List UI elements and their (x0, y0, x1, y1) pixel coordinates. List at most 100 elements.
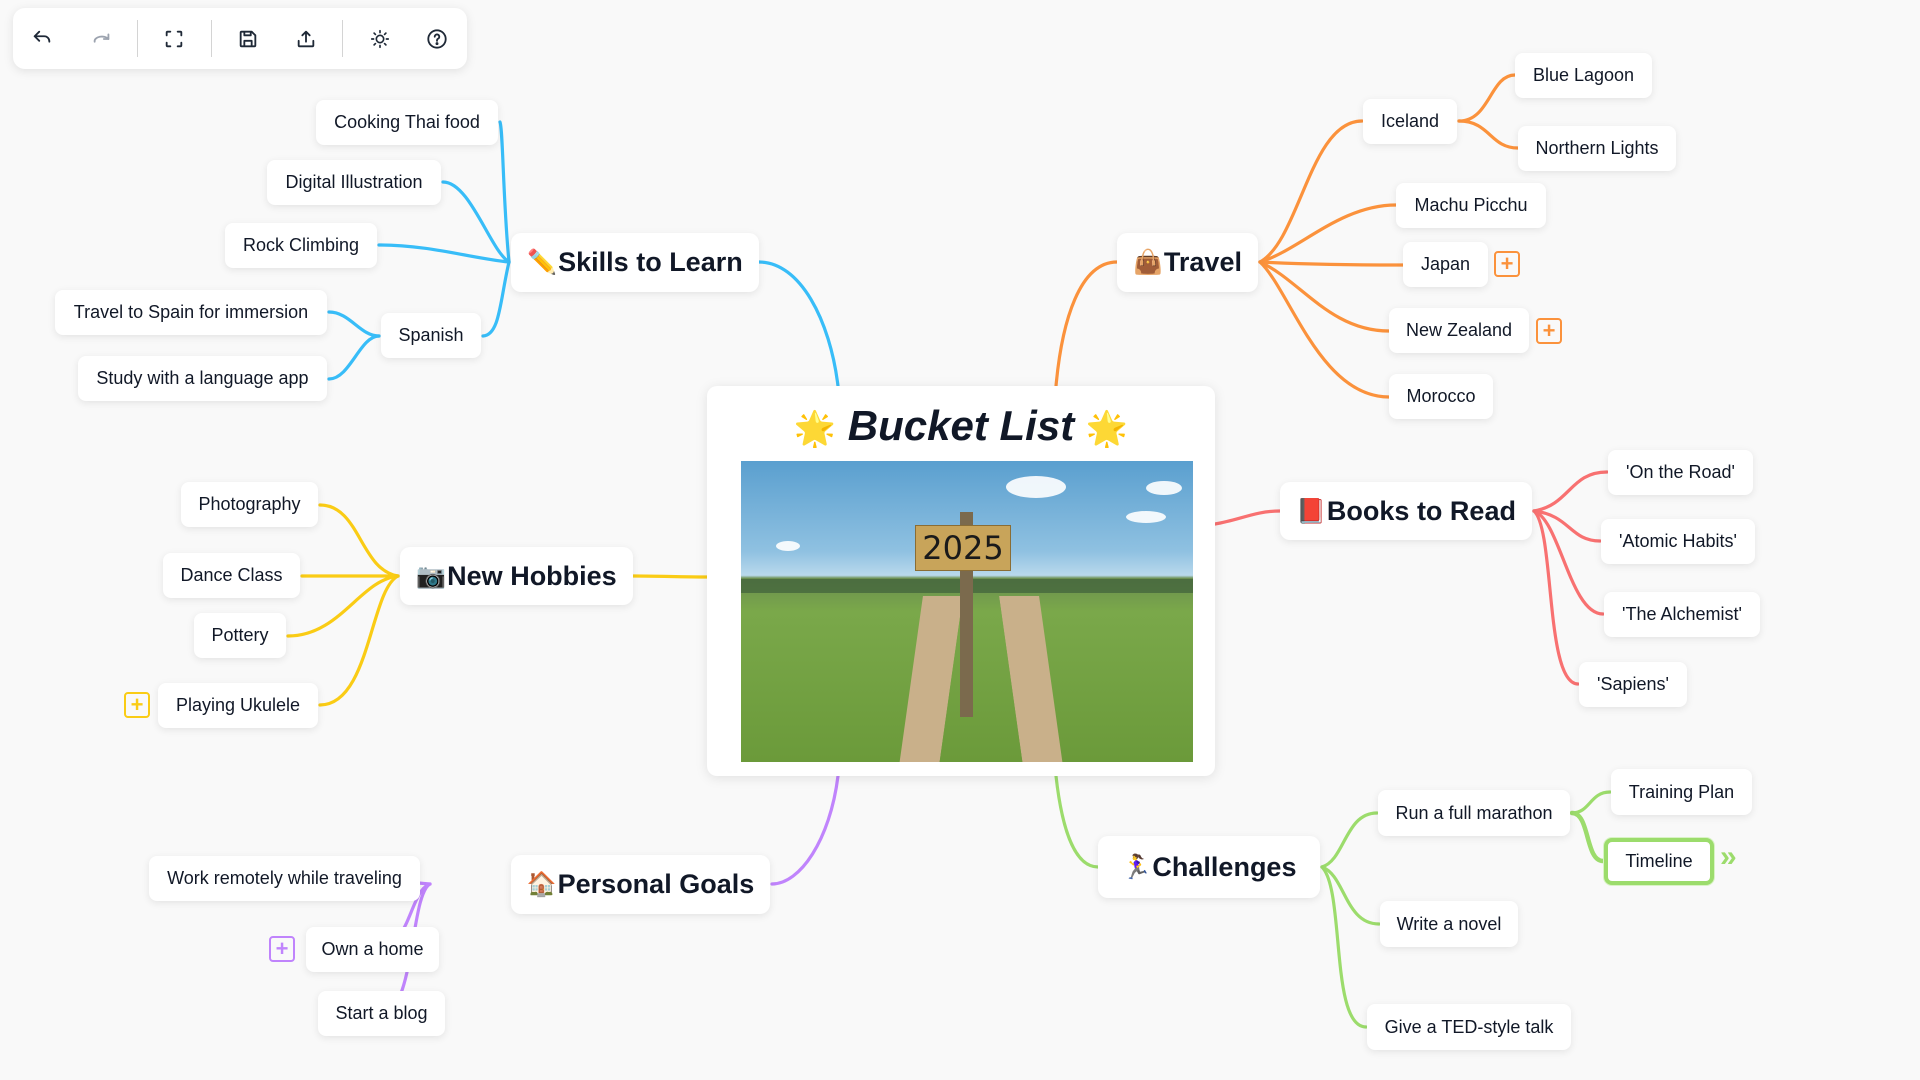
node-northern-lights[interactable]: Northern Lights (1518, 126, 1676, 171)
branch-label: Travel (1163, 247, 1242, 277)
runner-icon: 🏃‍♀️ (1121, 853, 1152, 881)
branch-label: Personal Goals (557, 869, 755, 899)
node-pottery[interactable]: Pottery (194, 613, 286, 658)
central-topic-node[interactable]: 🌟 Bucket List 🌟 2025 (707, 386, 1215, 776)
camera-icon: 📷 (416, 562, 447, 590)
central-topic-title: 🌟 Bucket List 🌟 (707, 402, 1215, 450)
undo-icon (33, 30, 51, 43)
node-run-marathon[interactable]: Run a full marathon (1378, 790, 1570, 836)
node-digital-illustration[interactable]: Digital Illustration (267, 160, 441, 205)
expand-chevron-icon[interactable]: » (1720, 840, 1736, 873)
export-button[interactable] (293, 26, 319, 52)
node-label: Pottery (211, 625, 269, 645)
node-label: 'The Alchemist' (1622, 604, 1742, 624)
node-language-app[interactable]: Study with a language app (78, 356, 327, 401)
pencil-icon: ✏️ (527, 249, 558, 276)
node-japan[interactable]: Japan (1403, 242, 1488, 287)
help-circle-icon (427, 29, 447, 49)
node-label: Cooking Thai food (334, 112, 480, 132)
node-write-a-novel[interactable]: Write a novel (1380, 901, 1518, 947)
branch-personal-goals[interactable]: 🏠Personal Goals (511, 855, 770, 914)
node-label: Morocco (1406, 386, 1476, 406)
node-label: Training Plan (1628, 781, 1735, 802)
node-playing-ukulele[interactable]: Playing Ukulele (158, 683, 318, 728)
expand-ukulele-button[interactable]: + (124, 692, 150, 718)
node-travel-to-spain[interactable]: Travel to Spain for immersion (55, 290, 327, 335)
node-label: Work remotely while traveling (167, 868, 402, 888)
branch-label: Books to Read (1326, 495, 1516, 526)
node-label: Give a TED-style talk (1384, 1016, 1554, 1037)
node-spanish[interactable]: Spanish (381, 313, 481, 358)
plus-icon: + (1500, 251, 1514, 276)
node-own-a-home[interactable]: Own a home (306, 927, 439, 972)
plus-icon: + (1542, 318, 1556, 343)
branch-travel[interactable]: 👜Travel (1117, 233, 1258, 292)
node-label: Travel to Spain for immersion (73, 302, 309, 322)
node-label: Write a novel (1396, 913, 1502, 934)
fullscreen-button[interactable] (161, 26, 187, 52)
node-ted-talk[interactable]: Give a TED-style talk (1367, 1004, 1571, 1050)
node-the-alchemist[interactable]: 'The Alchemist' (1604, 592, 1760, 637)
branch-label: Challenges (1152, 851, 1297, 882)
node-work-remotely[interactable]: Work remotely while traveling (149, 856, 420, 901)
node-machu-picchu[interactable]: Machu Picchu (1396, 183, 1546, 228)
node-atomic-habits[interactable]: 'Atomic Habits' (1601, 519, 1755, 564)
node-cooking-thai-food[interactable]: Cooking Thai food (316, 100, 498, 145)
node-start-a-blog[interactable]: Start a blog (318, 991, 445, 1036)
toolbar-divider (137, 20, 138, 57)
expand-own-home-button[interactable]: + (269, 936, 295, 962)
central-topic-label: Bucket List (847, 402, 1075, 449)
node-rock-climbing[interactable]: Rock Climbing (225, 223, 377, 268)
node-morocco[interactable]: Morocco (1389, 374, 1493, 419)
branch-books-to-read[interactable]: 📕Books to Read (1280, 482, 1532, 540)
node-label: Timeline (1625, 851, 1693, 871)
node-label: Spanish (398, 325, 464, 345)
node-label: 'Atomic Habits' (1619, 531, 1737, 551)
redo-button[interactable] (89, 26, 115, 52)
branch-skills-to-learn[interactable]: ✏️Skills to Learn (511, 233, 759, 292)
save-icon (239, 30, 257, 48)
node-timeline-selected[interactable]: Timeline (1604, 838, 1714, 885)
plus-icon: + (130, 692, 144, 717)
node-label: Run a full marathon (1395, 802, 1553, 823)
toolbar-divider (211, 20, 212, 57)
node-label: Dance Class (180, 565, 283, 585)
node-dance-class[interactable]: Dance Class (163, 553, 300, 598)
expand-new-zealand-button[interactable]: + (1536, 318, 1562, 344)
node-label: Study with a language app (96, 368, 309, 388)
expand-japan-button[interactable]: + (1494, 251, 1520, 277)
handbag-icon: 👜 (1133, 249, 1163, 276)
crossroads-image: 2025 (741, 461, 1193, 762)
node-label: Machu Picchu (1414, 195, 1528, 215)
node-label: Rock Climbing (242, 235, 360, 255)
theme-toggle-button[interactable] (367, 26, 393, 52)
node-on-the-road[interactable]: 'On the Road' (1608, 450, 1753, 495)
node-label: Start a blog (335, 1003, 428, 1023)
star-icon: 🌟 (1085, 409, 1129, 448)
house-icon: 🏠 (526, 871, 557, 898)
node-label: 'On the Road' (1626, 462, 1735, 482)
node-sapiens[interactable]: 'Sapiens' (1579, 662, 1687, 707)
node-label: Own a home (321, 939, 424, 959)
undo-button[interactable] (29, 26, 55, 52)
node-training-plan[interactable]: Training Plan (1611, 769, 1752, 815)
branch-label: New Hobbies (447, 560, 617, 591)
toolbar-divider (342, 20, 343, 57)
branch-challenges[interactable]: 🏃‍♀️Challenges (1098, 836, 1320, 898)
sun-moon-icon (370, 29, 390, 49)
node-label: Northern Lights (1535, 138, 1659, 158)
node-new-zealand[interactable]: New Zealand (1389, 308, 1529, 353)
help-button[interactable] (424, 26, 450, 52)
node-label: New Zealand (1405, 320, 1513, 340)
node-label: Playing Ukulele (175, 695, 301, 715)
redo-icon (93, 33, 110, 43)
toolbar (13, 8, 467, 69)
node-photography[interactable]: Photography (181, 482, 318, 527)
node-blue-lagoon[interactable]: Blue Lagoon (1515, 53, 1652, 98)
node-label: Iceland (1380, 111, 1440, 131)
node-label: 'Sapiens' (1597, 674, 1669, 694)
save-button[interactable] (235, 26, 261, 52)
book-icon: 📕 (1296, 497, 1326, 525)
node-iceland[interactable]: Iceland (1363, 99, 1457, 144)
branch-new-hobbies[interactable]: 📷New Hobbies (400, 547, 633, 605)
